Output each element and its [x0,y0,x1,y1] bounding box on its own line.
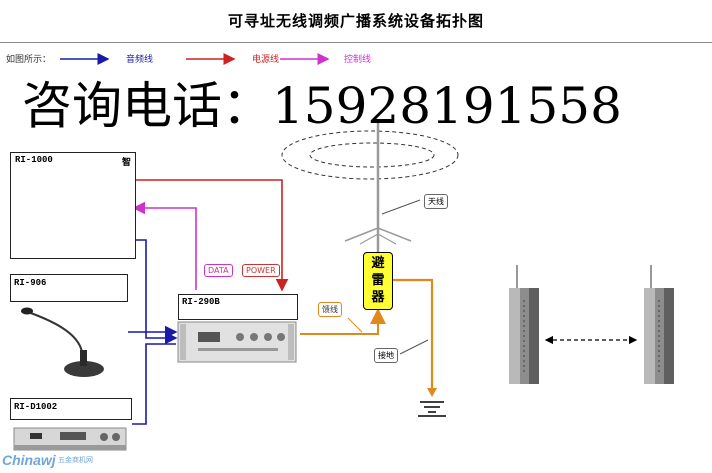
power-tag: POWER [242,264,280,277]
watermark-sub: 五金商机网 [58,456,93,464]
tuner-label: RI-D1002 [14,402,58,412]
audio-line-tuner [132,343,176,425]
ground-line [392,278,434,392]
microphone-label-box: RI-906 [10,274,128,302]
header-divider [0,42,712,43]
power-line [134,179,289,292]
tuner-illustration [13,427,127,451]
legend-intro: 如图所示： [6,55,52,65]
amplifier-label: RI-290B [182,297,220,307]
computer-label: RI-1000 [15,155,53,165]
audio-line-computer [132,239,178,345]
computer-side-note: 智 [121,158,131,168]
speaker-right [644,265,674,384]
ground-symbol [418,401,446,417]
amplifier-illustration [177,321,297,363]
microphone-label: RI-906 [14,278,47,288]
amplifier-label-box: RI-290B [178,294,298,320]
tuner-label-box: RI-D1002 [10,398,132,420]
computer-device-panel [10,168,136,259]
microphone-illustration [21,307,104,377]
legend-label-audio: 音频线 [126,55,154,65]
lightning-arrester: 避雷器 [363,252,393,310]
grounding-tag: 接地 [374,348,398,363]
data-tag: DATA [204,264,233,277]
control-line [132,201,197,290]
diagram-title: 可寻址无线调频广播系统设备拓扑图 [227,12,484,30]
antenna-tag: 天线 [424,194,448,209]
feeder-tag: 馈线 [318,302,342,317]
antenna [344,122,421,254]
legend-label-power: 电源线 [252,55,280,65]
contact-overlay: 咨询电话：15928191558 [22,77,622,135]
feeder-line [300,308,386,335]
watermark-logo: Chinawj [2,452,56,468]
legend-label-control: 控制线 [344,55,372,65]
speaker-left [509,265,539,384]
antenna-radiation [281,130,459,180]
